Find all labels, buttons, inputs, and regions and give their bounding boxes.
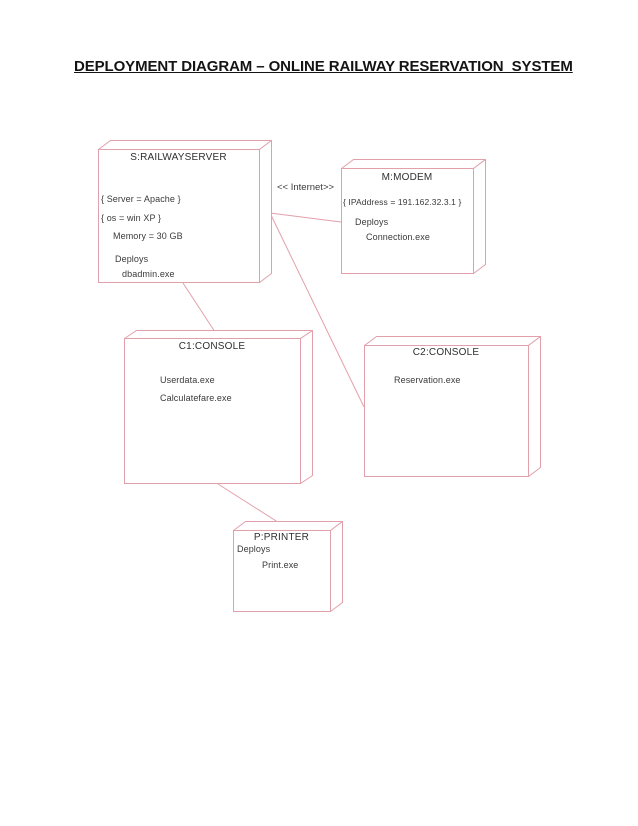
deploys-label: Deploys bbox=[115, 254, 149, 264]
node-railway-server: S:RAILWAYSERVER { Server = Apache } { os… bbox=[98, 140, 272, 283]
connector-server-modem bbox=[269, 212, 342, 223]
node-title: P:PRINTER bbox=[253, 532, 310, 543]
connector-server-console2 bbox=[269, 212, 365, 408]
artifact-label: Connection.exe bbox=[366, 232, 430, 242]
artifact-label: dbadmin.exe bbox=[122, 269, 175, 279]
node-title: C2:CONSOLE bbox=[412, 347, 480, 358]
connector-server-console1 bbox=[182, 282, 216, 333]
node-attribute: { os = win XP } bbox=[101, 213, 162, 223]
deploys-label: Deploys bbox=[237, 544, 271, 554]
node-title: C1:CONSOLE bbox=[178, 341, 246, 352]
node-console1: C1:CONSOLE Userdata.exe Calculatefare.ex… bbox=[124, 330, 313, 484]
node-cuboid bbox=[364, 336, 541, 477]
node-title: S:RAILWAYSERVER bbox=[130, 152, 227, 163]
node-attribute: { Server = Apache } bbox=[101, 194, 181, 204]
node-cuboid bbox=[341, 159, 486, 274]
node-modem: M:MODEM { IPAddress = 191.162.32.3.1 } D… bbox=[341, 159, 486, 274]
artifact-label: Print.exe bbox=[262, 560, 299, 570]
artifact-label: Userdata.exe bbox=[160, 375, 215, 385]
node-console2: C2:CONSOLE Reservation.exe bbox=[364, 336, 541, 477]
artifact-label: Calculatefare.exe bbox=[160, 393, 232, 403]
node-attribute: Memory = 30 GB bbox=[113, 231, 183, 241]
node-cuboid bbox=[233, 521, 343, 612]
page-title: DEPLOYMENT DIAGRAM – ONLINE RAILWAY RESE… bbox=[74, 58, 573, 75]
connector-console1-printer bbox=[217, 483, 285, 527]
internet-stereotype-label: << Internet>> bbox=[277, 182, 335, 193]
node-cuboid bbox=[124, 330, 313, 484]
node-printer: P:PRINTER Deploys Print.exe bbox=[233, 521, 343, 612]
node-title: M:MODEM bbox=[381, 172, 433, 183]
deploys-label: Deploys bbox=[355, 217, 389, 227]
node-attribute: { IPAddress = 191.162.32.3.1 } bbox=[343, 197, 462, 207]
node-cuboid bbox=[98, 140, 272, 283]
artifact-label: Reservation.exe bbox=[394, 375, 461, 385]
